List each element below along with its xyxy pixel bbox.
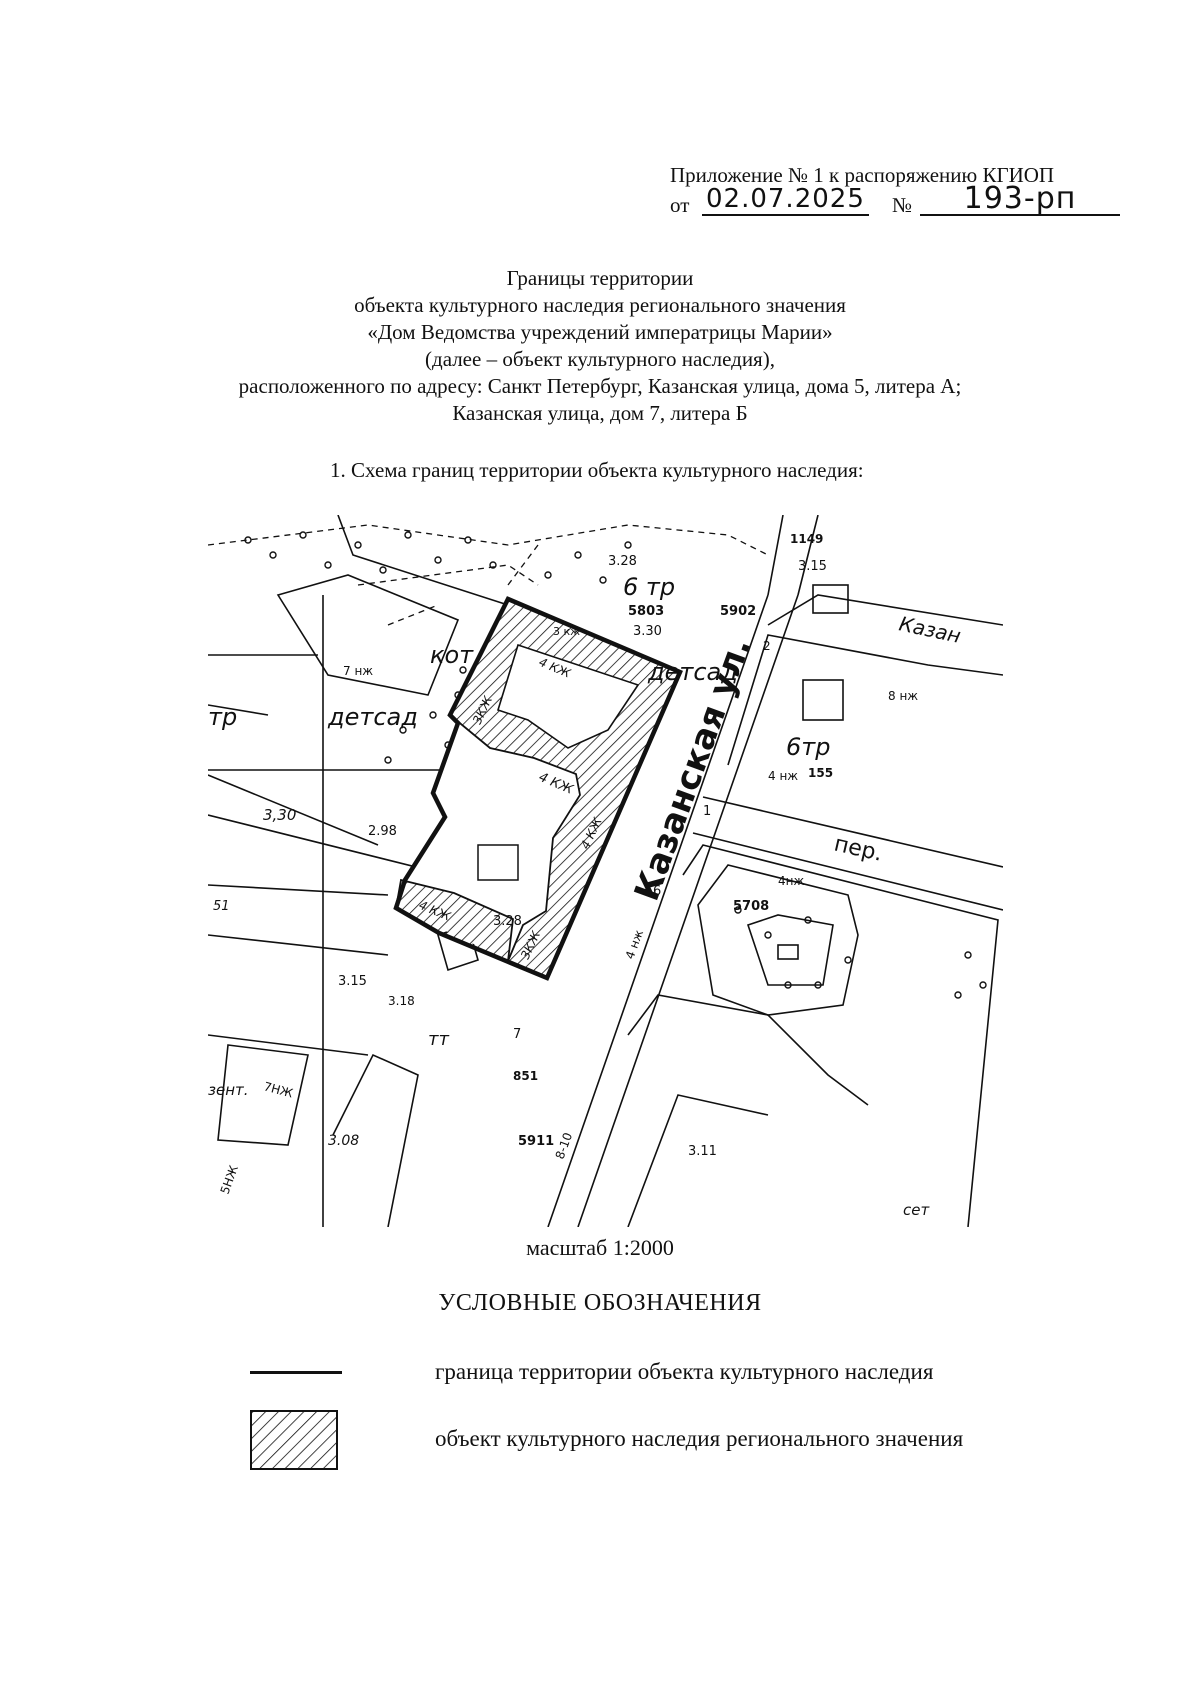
document-title: Границы территории объекта культурного н…	[150, 265, 1050, 427]
num-51: 51	[213, 899, 230, 914]
boundary-map: Казанская ул. Казан пер. детсад детсад к…	[208, 515, 1003, 1227]
street-lines	[208, 515, 1003, 1227]
map-svg: Казанская ул. Казан пер. детсад детсад к…	[208, 515, 1003, 1227]
legend-boundary-label: граница территории объекта культурного н…	[435, 1359, 934, 1384]
title-line-6: Казанская улица, дом 7, литера Б	[452, 401, 748, 425]
appendix-title: Приложение № 1 к распоряжению КГИОП	[670, 163, 1055, 187]
detsad-left-label: детсад	[327, 703, 418, 731]
num-7: 7	[513, 1027, 521, 1042]
legend-item-heritage: объект культурного наследия региональног…	[250, 1410, 1110, 1470]
num-2: 2	[763, 639, 771, 653]
number-label: №	[892, 193, 913, 217]
legend-item-boundary: граница территории объекта культурного н…	[250, 1345, 1110, 1405]
elev-328-top: 3.28	[608, 554, 637, 569]
elev-318: 3.18	[388, 994, 415, 1008]
handwritten-number: 193-рп	[920, 184, 1120, 216]
num-6: 6	[653, 884, 661, 899]
elev-315-top: 3.15	[798, 559, 827, 574]
set-label: сет	[903, 1201, 930, 1219]
tp-right-label: 6тр	[786, 733, 830, 761]
heritage-boundary	[393, 596, 683, 981]
title-line-4: (далее – объект культурного наследия),	[425, 347, 775, 371]
hatch-swatch	[250, 1410, 338, 1470]
from-prefix: от	[670, 193, 690, 217]
elev-315: 3.15	[338, 974, 367, 989]
note-4nzh-r: 4нж	[778, 874, 804, 888]
dashed-lines	[208, 524, 769, 626]
title-line-5: расположенного по адресу: Санкт Петербур…	[238, 374, 962, 398]
tp-left-label: тр	[208, 703, 237, 731]
elev-328-mid: 3.28	[493, 914, 522, 929]
appendix-header: Приложение № 1 к распоряжению КГИОП от 0…	[670, 160, 1140, 224]
legend-heritage-label: объект культурного наследия региональног…	[435, 1426, 964, 1451]
title-line-3: «Дом Ведомства учреждений императрицы Ма…	[367, 320, 833, 344]
right-courtyard-building	[697, 584, 859, 1016]
kot-label: кот	[430, 641, 474, 669]
elev-298: 2.98	[368, 824, 397, 839]
code-1149: 1149	[790, 532, 823, 546]
tp-top-label: 6 тр	[623, 573, 675, 601]
code-5911: 5911	[518, 1134, 554, 1149]
note-3kzh: 3 кж	[553, 625, 580, 638]
elev-330: 3,30	[263, 806, 296, 824]
order-date-number: от 02.07.2025 № 193-рп	[670, 184, 1140, 224]
note-4nzh-s: 4 нж	[768, 769, 798, 783]
title-line-2: объекта культурного наследия регионально…	[354, 293, 846, 317]
code-5708: 5708	[733, 899, 769, 914]
note-8nzh: 8 нж	[888, 689, 918, 703]
elev-311: 3.11	[688, 1144, 717, 1159]
note-7nzh-b: 7НЖ	[262, 1079, 294, 1100]
map-scale: масштаб 1:2000	[526, 1235, 674, 1260]
title-line-1: Границы территории	[506, 266, 694, 290]
map-labels: Казанская ул. Казан пер. детсад детсад к…	[208, 532, 963, 1219]
code-5803: 5803	[628, 604, 664, 619]
tm-label: тт	[428, 1029, 449, 1050]
handwritten-date: 02.07.2025	[702, 184, 869, 216]
elev-308: 3.08	[328, 1133, 359, 1149]
code-5902: 5902	[720, 604, 756, 619]
sent-label: зент.	[208, 1081, 249, 1099]
boundary-line-swatch	[250, 1371, 342, 1374]
legend-title: УСЛОВНЫЕ ОБОЗНАЧЕНИЯ	[438, 1290, 762, 1316]
num-1: 1	[703, 804, 711, 819]
note-5nzh: 5НЖ	[218, 1163, 241, 1196]
code-155: 155	[808, 766, 833, 780]
note-7nzh: 7 нж	[343, 664, 373, 678]
elev-330-c: 3.30	[633, 624, 662, 639]
code-851: 851	[513, 1069, 538, 1083]
detsad-right-label: детсад	[647, 658, 738, 686]
schema-heading: 1. Схема границ территории объекта культ…	[330, 458, 864, 482]
